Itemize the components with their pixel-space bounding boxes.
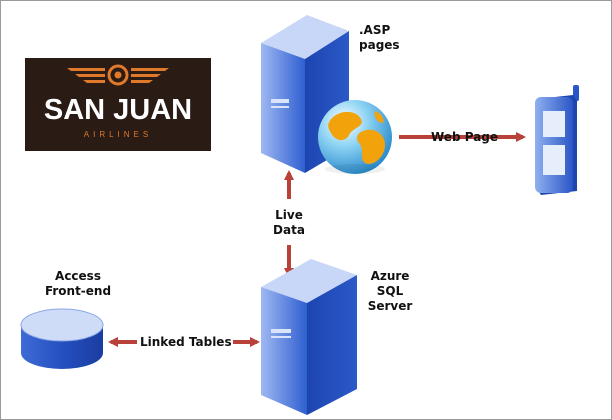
mobile-phone-icon bbox=[535, 85, 579, 195]
web-page-label: Web Page bbox=[431, 130, 499, 144]
live-data-label-line1: Live bbox=[275, 208, 303, 222]
linked-tables-label: Linked Tables bbox=[140, 335, 232, 349]
globe-icon bbox=[318, 100, 392, 174]
wings-emblem-icon bbox=[67, 64, 169, 86]
logo-name-text: SAN JUAN bbox=[43, 94, 193, 126]
logo-subtitle-text: AIRLINES bbox=[83, 130, 153, 139]
asp-pages-label-line1: .ASP bbox=[359, 23, 391, 37]
live-data-label: Live Data bbox=[269, 208, 309, 238]
azure-sql-server-label-line3: Server bbox=[367, 299, 413, 313]
access-frontend-label: Access Front-end bbox=[43, 269, 113, 299]
access-database-icon bbox=[20, 308, 104, 369]
asp-pages-label-line2: pages bbox=[359, 38, 400, 52]
sql-server-icon bbox=[261, 259, 357, 415]
access-frontend-label-line1: Access bbox=[55, 269, 101, 283]
azure-sql-server-label: Azure SQL Server bbox=[367, 269, 413, 314]
asp-pages-label: .ASP pages bbox=[359, 23, 400, 53]
access-frontend-label-line2: Front-end bbox=[44, 284, 112, 298]
live-data-label-line2: Data bbox=[273, 223, 305, 237]
azure-sql-server-label-line1: Azure bbox=[370, 269, 410, 283]
azure-sql-server-label-line2: SQL bbox=[376, 284, 404, 298]
san-juan-airlines-logo: SAN JUAN AIRLINES bbox=[25, 58, 211, 151]
